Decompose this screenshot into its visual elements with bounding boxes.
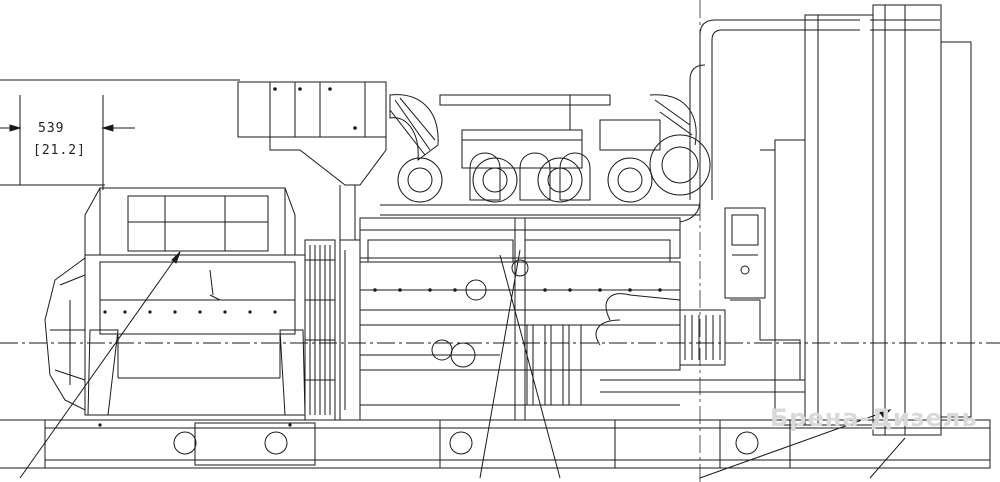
base-skid [0, 420, 990, 468]
radiator [600, 5, 971, 435]
turbo-elbow-left [386, 95, 438, 160]
dimension-value-mm: 539 [38, 121, 65, 136]
turbochargers [380, 95, 710, 215]
coupling-grille [305, 240, 335, 420]
alternator-louvre-box [85, 188, 295, 255]
engine-mount [340, 240, 360, 420]
dimension-leader [0, 80, 240, 190]
coolant-piping [596, 20, 860, 380]
watermark-logo: Брена-Дизель [770, 404, 978, 432]
dimension-value-inch: [21.2] [33, 143, 86, 158]
alternator-end-bell [45, 250, 85, 415]
intake-manifold [440, 95, 610, 200]
air-filter-housing [238, 82, 386, 240]
alternator [85, 255, 305, 427]
leader-lines [20, 250, 905, 478]
control-box [725, 208, 765, 298]
engine-block [360, 218, 680, 420]
